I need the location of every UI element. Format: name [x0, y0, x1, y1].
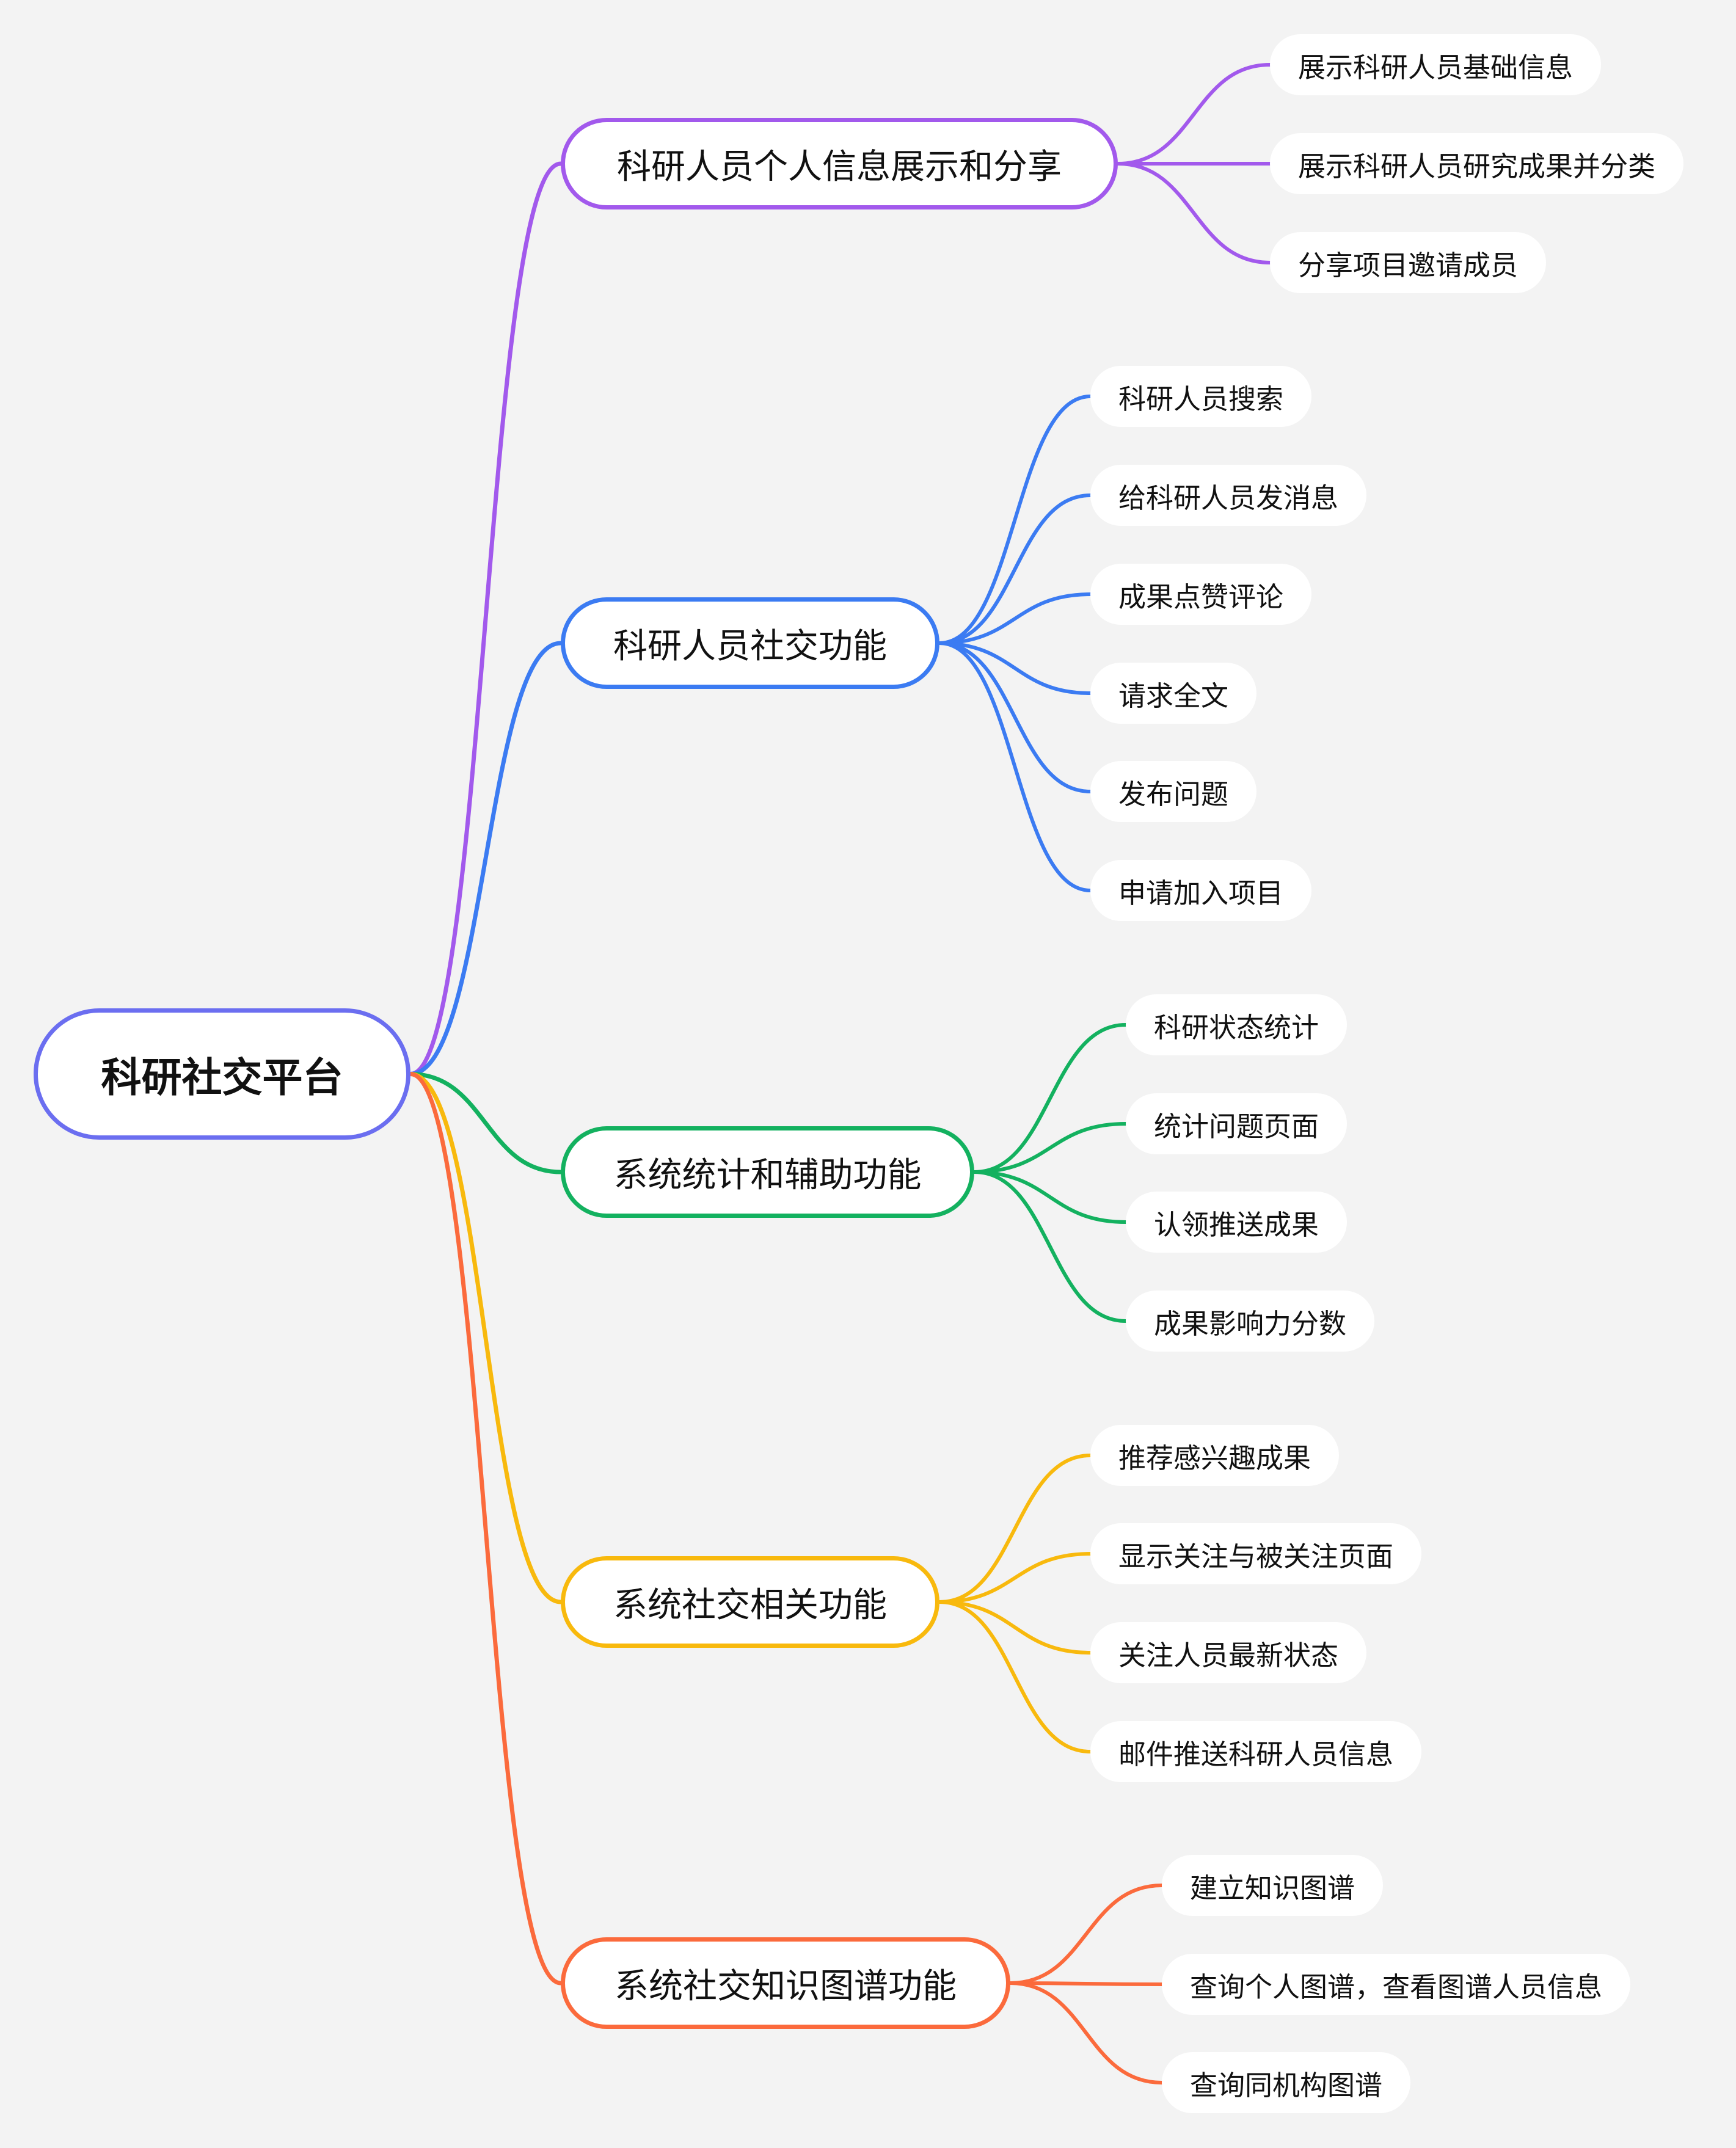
branch-1-to-leaf-2-line — [938, 592, 1092, 645]
branch-0-to-leaf-2-line — [1116, 162, 1272, 264]
leaf-request-fulltext[interactable]: 请求全文 — [1090, 663, 1257, 724]
leaf-researcher-search[interactable]: 科研人员搜索 — [1090, 366, 1312, 427]
branch-system-statistics-aux[interactable]: 系统统计和辅助功能 — [561, 1126, 974, 1218]
branch-researcher-social[interactable]: 科研人员社交功能 — [561, 597, 939, 689]
leaf-recommend-results[interactable]: 推荐感兴趣成果 — [1090, 1425, 1340, 1486]
leaf-join-project[interactable]: 申请加入项目 — [1090, 860, 1312, 921]
branch-1-to-leaf-0-line — [938, 395, 1092, 645]
branch-2-to-leaf-1-line — [972, 1122, 1128, 1174]
branch-1-to-leaf-1-line — [938, 493, 1092, 645]
leaf-email-push[interactable]: 邮件推送科研人员信息 — [1090, 1721, 1422, 1782]
leaf-query-institution-graph[interactable]: 查询同机构图谱 — [1162, 2052, 1411, 2113]
branch-1-to-leaf-5-line — [938, 641, 1092, 892]
branch-1-to-leaf-4-line — [938, 641, 1092, 793]
leaf-build-knowledge-graph[interactable]: 建立知识图谱 — [1162, 1855, 1384, 1916]
leaf-research-results[interactable]: 展示科研人员研究成果并分类 — [1270, 133, 1684, 194]
root-to-branch-3-line — [408, 1072, 563, 1604]
branch-3-to-leaf-1-line — [938, 1552, 1092, 1604]
root-node[interactable]: 科研社交平台 — [34, 1008, 410, 1140]
branch-3-to-leaf-0-line — [938, 1454, 1092, 1604]
branch-2-to-leaf-0-line — [972, 1023, 1128, 1174]
branch-2-to-leaf-3-line — [972, 1170, 1128, 1323]
branch-knowledge-graph[interactable]: 系统社交知识图谱功能 — [561, 1937, 1010, 2029]
root-to-branch-2-line — [408, 1072, 563, 1174]
leaf-impact-score[interactable]: 成果影响力分数 — [1126, 1291, 1375, 1352]
leaf-follow-pages[interactable]: 显示关注与被关注页面 — [1090, 1523, 1422, 1584]
branch-4-to-leaf-1-line — [1008, 1981, 1164, 1986]
branch-1-to-leaf-3-line — [938, 641, 1092, 695]
root-to-branch-4-line — [408, 1072, 563, 1986]
branch-0-to-leaf-0-line — [1116, 63, 1272, 166]
leaf-basic-info[interactable]: 展示科研人员基础信息 — [1270, 34, 1602, 95]
root-to-branch-1-line — [408, 641, 563, 1076]
leaf-research-status-stats[interactable]: 科研状态统计 — [1126, 994, 1348, 1055]
leaf-question-stats-page[interactable]: 统计问题页面 — [1126, 1093, 1348, 1154]
leaf-query-personal-graph[interactable]: 查询个人图谱，查看图谱人员信息 — [1162, 1954, 1631, 2015]
leaf-like-comment[interactable]: 成果点赞评论 — [1090, 564, 1312, 625]
branch-4-to-leaf-2-line — [1008, 1981, 1164, 2084]
leaf-followed-latest-status[interactable]: 关注人员最新状态 — [1090, 1622, 1367, 1683]
root-to-branch-0-line — [408, 161, 563, 1076]
leaf-post-question[interactable]: 发布问题 — [1090, 761, 1257, 822]
branch-system-social[interactable]: 系统社交相关功能 — [561, 1556, 939, 1648]
branch-2-to-leaf-2-line — [972, 1170, 1128, 1224]
branch-personal-info-sharing[interactable]: 科研人员个人信息展示和分享 — [561, 118, 1118, 209]
branch-3-to-leaf-2-line — [938, 1600, 1092, 1655]
leaf-send-message[interactable]: 给科研人员发消息 — [1090, 465, 1367, 526]
leaf-share-project[interactable]: 分享项目邀请成员 — [1270, 232, 1547, 293]
branch-3-to-leaf-3-line — [938, 1600, 1092, 1753]
branch-4-to-leaf-0-line — [1008, 1884, 1164, 1985]
leaf-claim-push-results[interactable]: 认领推送成果 — [1126, 1192, 1348, 1253]
